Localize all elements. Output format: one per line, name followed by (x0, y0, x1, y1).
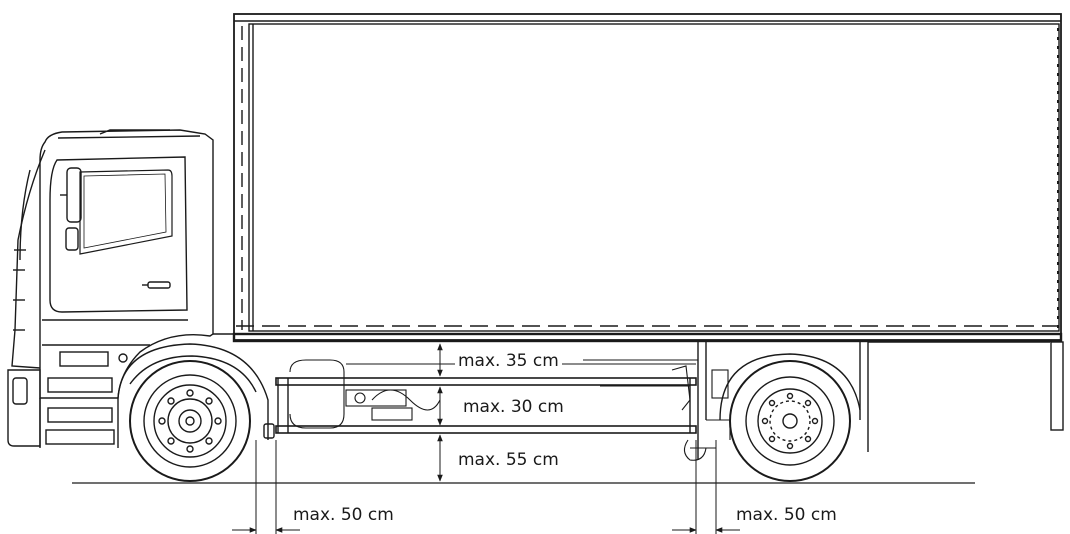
side-guard (275, 377, 697, 434)
cargo-box (232, 13, 1063, 343)
rear-wheel (719, 353, 861, 482)
front-wheel (129, 360, 251, 482)
dimension-lines (232, 343, 740, 534)
underbody-components (289, 359, 731, 461)
dimension-label-between-rails: max. 30 cm (460, 397, 567, 417)
cab (7, 129, 275, 448)
rear-support (697, 341, 1064, 460)
dimension-label-body-to-rail: max. 35 cm (455, 351, 562, 371)
dimension-label-front-overhang: max. 50 cm (290, 505, 397, 525)
dimension-label-rear-overhang: max. 50 cm (733, 505, 840, 525)
dimension-label-rail-to-ground: max. 55 cm (455, 450, 562, 470)
